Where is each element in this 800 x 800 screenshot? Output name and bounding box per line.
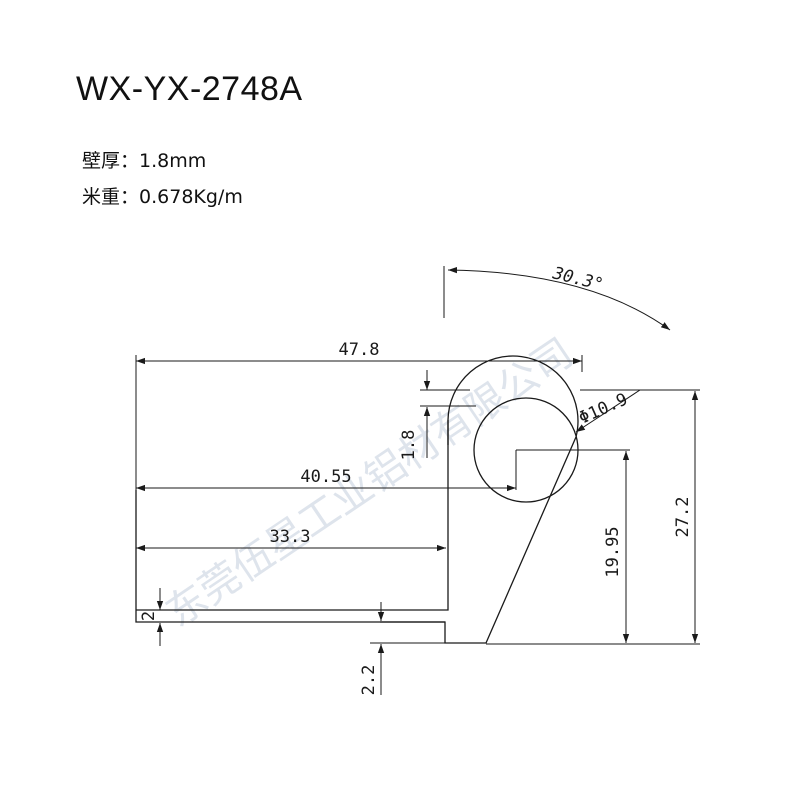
width-total-label: 47.8 (339, 340, 380, 360)
wall-thickness-dim-label: 1.8 (399, 430, 419, 461)
angle-label: 30.3° (550, 263, 605, 295)
angle-arc (447, 266, 671, 331)
company-watermark: 东莞伍星工业铝材有限公司 (158, 330, 582, 637)
wall-thickness-spec: 壁厚：1.8mm (82, 146, 206, 173)
weight-per-meter-value: 0.678Kg/m (139, 186, 243, 208)
height-bottom-label: 2.2 (359, 665, 379, 696)
weight-per-meter-label: 米重： (82, 186, 140, 208)
wall-thickness-label: 壁厚： (82, 150, 140, 172)
height-total-label: 27.2 (673, 497, 693, 538)
dimension-lines (136, 266, 699, 695)
diameter-leader (575, 389, 641, 433)
height-left-label: 2 (139, 611, 159, 621)
wall-thickness-value: 1.8mm (139, 150, 207, 172)
width-mid-label: 40.55 (300, 467, 351, 487)
profile-title: WX-YX-2748A (76, 70, 303, 108)
weight-per-meter-spec: 米重：0.678Kg/m (82, 182, 243, 209)
width-inner-label: 33.3 (270, 527, 311, 547)
diameter-label: Φ10.9 (576, 389, 631, 428)
height-inner-label: 19.95 (603, 526, 623, 577)
